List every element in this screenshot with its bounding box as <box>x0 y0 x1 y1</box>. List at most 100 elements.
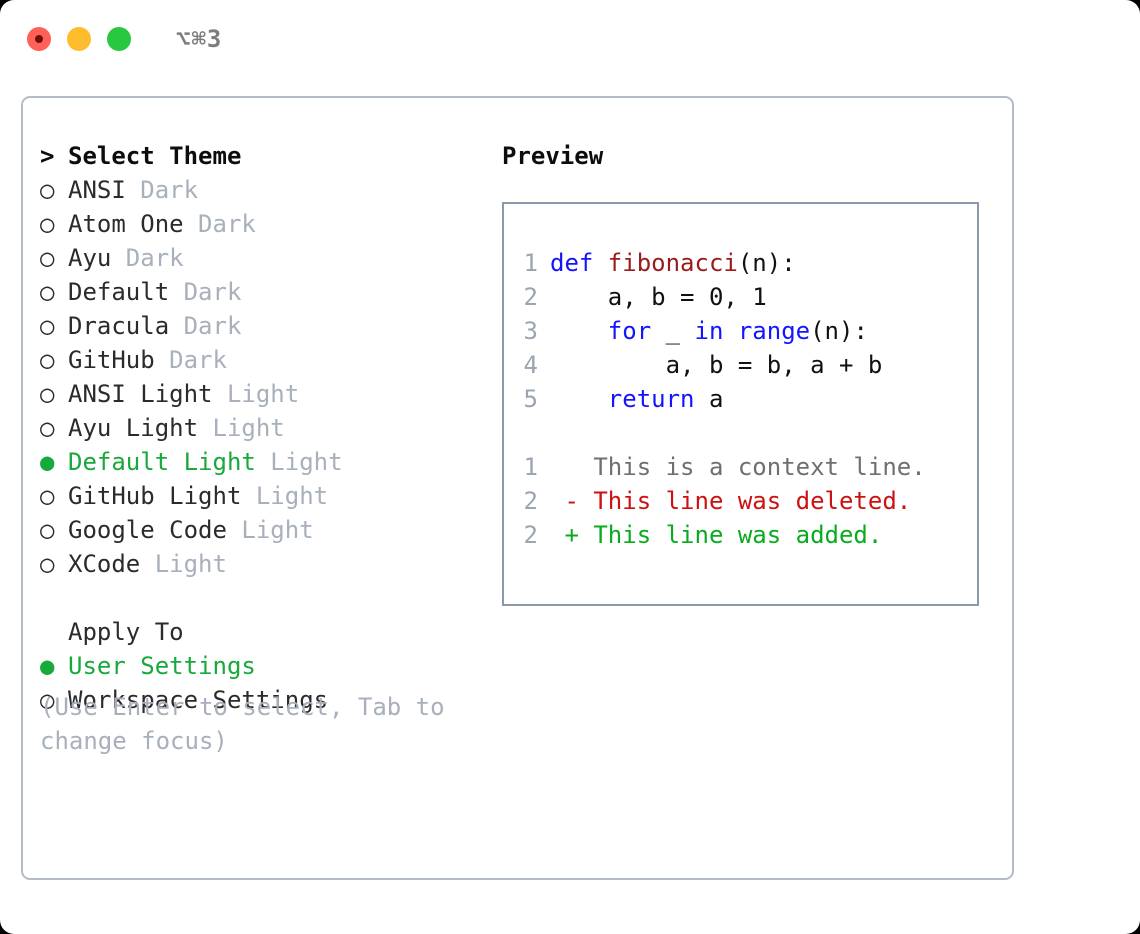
apply-to-heading-label: Apply To <box>68 618 184 646</box>
line-number: 1 <box>523 249 538 277</box>
title-bar: ⌥⌘3 <box>0 0 1140 78</box>
line-number: 5 <box>523 385 538 413</box>
code-token-plain: a, b = b, a + b <box>665 351 883 379</box>
theme-variant-tag: Dark <box>183 210 256 238</box>
radio-selected-icon[interactable]: ● <box>40 652 55 680</box>
close-button[interactable] <box>27 27 51 51</box>
line-number: 4 <box>523 351 538 379</box>
minimize-button[interactable] <box>67 27 91 51</box>
radio-unselected-icon[interactable]: ○ <box>40 278 55 306</box>
line-number: 2 <box>523 283 538 311</box>
code-token-plain: a <box>708 385 724 413</box>
theme-variant-tag: Dark <box>154 346 227 374</box>
radio-unselected-icon[interactable]: ○ <box>40 686 55 714</box>
diff-line: 2 + This line was added. <box>504 521 977 555</box>
theme-variant-tag: Dark <box>125 176 199 204</box>
radio-unselected-icon[interactable]: ○ <box>40 516 55 544</box>
theme-list-item[interactable]: ○ Default Dark <box>40 278 510 312</box>
theme-list: ○ANSI Dark○Atom One Dark○Ayu Dark○Defaul… <box>40 176 510 584</box>
apply-to-label: Workspace Settings <box>68 686 329 714</box>
radio-unselected-icon[interactable]: ○ <box>40 414 55 442</box>
preview-title: Preview <box>502 142 604 170</box>
code-line: 4 a, b = b, a + b <box>504 351 977 385</box>
theme-variant-tag: Dark <box>111 244 184 272</box>
apply-to-item[interactable]: ●User Settings <box>40 652 510 686</box>
theme-list-item[interactable]: ○ Atom One Dark <box>40 210 510 244</box>
radio-unselected-icon[interactable]: ○ <box>40 550 55 578</box>
theme-list-item[interactable]: ○ANSI Dark <box>40 176 510 210</box>
theme-name-label: GitHub <box>68 346 155 374</box>
code-line: 1 def fibonacci(n): <box>504 249 977 283</box>
radio-unselected-icon[interactable]: ○ <box>40 244 55 272</box>
radio-unselected-icon[interactable]: ○ <box>40 210 55 238</box>
code-token-plain: (n): <box>737 249 796 277</box>
line-number: 2 <box>523 487 538 515</box>
theme-name-label: Dracula <box>68 312 170 340</box>
code-token-plain: (n): <box>810 317 868 345</box>
code-text: for _ in range(n): <box>550 317 868 345</box>
theme-list-item[interactable]: ○ XCode Light <box>40 550 510 584</box>
diff-text-ctx: This is a context line. <box>550 453 926 481</box>
theme-list-item[interactable]: ○Ayu Dark <box>40 244 510 278</box>
theme-picker-panel: > Select Theme ○ANSI Dark○Atom One Dark○… <box>21 96 1014 880</box>
theme-list-item[interactable]: ○GitHub Light Light <box>40 482 510 516</box>
theme-list-item[interactable]: ○ GitHub Dark <box>40 346 510 380</box>
theme-variant-tag: Dark <box>169 278 242 306</box>
theme-list-item[interactable]: ○ Google Code Light <box>40 516 510 550</box>
theme-list-item[interactable]: ○ANSI Light Light <box>40 380 510 414</box>
apply-to-heading: Apply To <box>40 618 510 652</box>
radio-unselected-icon[interactable]: ○ <box>40 346 55 374</box>
theme-name-label: Atom One <box>68 210 184 238</box>
radio-unselected-icon[interactable]: ○ <box>40 176 55 204</box>
theme-list-item[interactable]: ○ Ayu Light Light <box>40 414 510 448</box>
code-token-plain: _ <box>665 317 695 345</box>
preview-divider-space <box>504 419 977 453</box>
code-token-fn: fibonacci <box>607 249 738 277</box>
code-line: 5 return a <box>504 385 977 419</box>
code-text: a, b = b, a + b <box>550 351 883 379</box>
theme-list-item[interactable]: ● Default Light Light <box>40 448 510 482</box>
maximize-button[interactable] <box>107 27 131 51</box>
theme-name-label: Default <box>68 278 170 306</box>
code-token-kw: return <box>607 385 709 413</box>
radio-selected-icon[interactable]: ● <box>40 448 55 476</box>
radio-unselected-icon[interactable]: ○ <box>40 482 55 510</box>
theme-variant-tag: Light <box>255 448 343 476</box>
theme-name-label: Default Light <box>68 448 256 476</box>
diff-text-del: - This line was deleted. <box>550 487 912 515</box>
window-controls <box>27 27 131 51</box>
prompt-caret-icon: > <box>40 142 55 170</box>
apply-to-list: ●User Settings○ Workspace Settings <box>40 652 510 720</box>
code-text: a, b = 0, 1 <box>550 283 767 311</box>
apply-to-item[interactable]: ○ Workspace Settings <box>40 686 510 720</box>
code-text: return a <box>550 385 724 413</box>
line-number: 3 <box>523 317 538 345</box>
keyboard-shortcut-label: ⌥⌘3 <box>176 25 223 53</box>
code-text: def fibonacci(n): <box>550 249 796 277</box>
theme-name-label: Google Code <box>68 516 227 544</box>
line-number: 2 <box>523 521 538 549</box>
diff-line: 2 - This line was deleted. <box>504 487 977 521</box>
theme-name-label: XCode <box>68 550 141 578</box>
radio-unselected-icon[interactable]: ○ <box>40 380 55 408</box>
code-token-kw: for <box>607 317 666 345</box>
code-line: 2 a, b = 0, 1 <box>504 283 977 317</box>
theme-name-label: Ayu Light <box>68 414 199 442</box>
diff-text-add: + This line was added. <box>550 521 883 549</box>
radio-unselected-icon[interactable]: ○ <box>40 312 55 340</box>
line-number: 1 <box>523 453 538 481</box>
code-token-kw: def <box>550 249 608 277</box>
theme-variant-tag: Light <box>198 414 285 442</box>
code-token-kw: in <box>694 317 738 345</box>
theme-list-column: > Select Theme ○ANSI Dark○Atom One Dark○… <box>40 142 510 720</box>
theme-variant-tag: Light <box>226 516 314 544</box>
theme-variant-tag: Light <box>140 550 227 578</box>
select-theme-heading-label: Select Theme <box>68 142 242 170</box>
theme-variant-tag: Light <box>212 380 300 408</box>
apply-to-spacer-icon <box>40 618 68 646</box>
theme-list-item[interactable]: ○Dracula Dark <box>40 312 510 346</box>
